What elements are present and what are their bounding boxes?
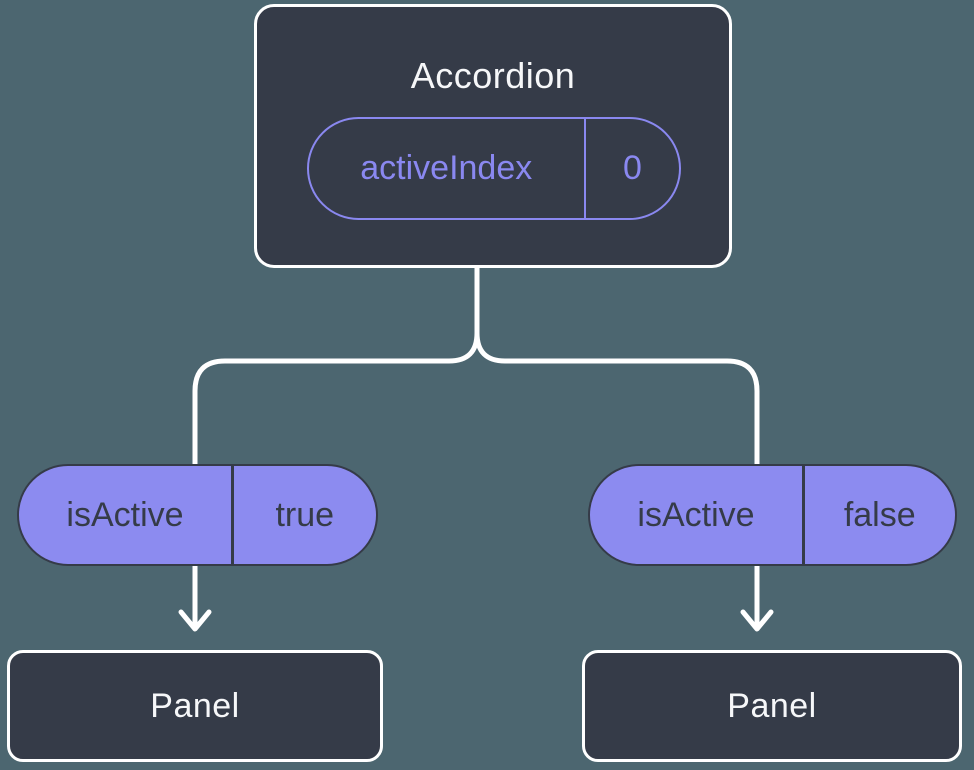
prop-pill-left-divider xyxy=(231,466,234,564)
arrowhead-down-left-icon xyxy=(178,609,212,632)
arrowhead-down-right-icon xyxy=(740,609,774,632)
prop-pill-left: isActive true xyxy=(17,464,378,566)
state-pill-divider xyxy=(583,119,586,218)
panel-node-left: Panel xyxy=(7,650,383,762)
prop-pill-right-label: isActive xyxy=(637,495,755,534)
prop-pill-right-divider xyxy=(802,466,805,564)
state-pill-value: 0 xyxy=(623,149,642,187)
accordion-node: Accordion activeIndex 0 xyxy=(254,4,732,268)
panel-node-right: Panel xyxy=(582,650,962,762)
state-pill: activeIndex 0 xyxy=(307,117,681,220)
connector-root-to-right-child xyxy=(474,263,760,629)
panel-node-left-title: Panel xyxy=(150,686,240,725)
panel-node-right-title: Panel xyxy=(727,686,817,725)
connector-root-to-left-child xyxy=(192,263,480,629)
prop-pill-right: isActive false xyxy=(588,464,957,566)
accordion-node-title: Accordion xyxy=(410,55,576,96)
prop-pill-left-label: isActive xyxy=(66,495,184,534)
prop-pill-left-value: true xyxy=(275,495,335,534)
state-pill-label: activeIndex xyxy=(360,149,533,187)
prop-pill-right-value: false xyxy=(843,495,916,534)
